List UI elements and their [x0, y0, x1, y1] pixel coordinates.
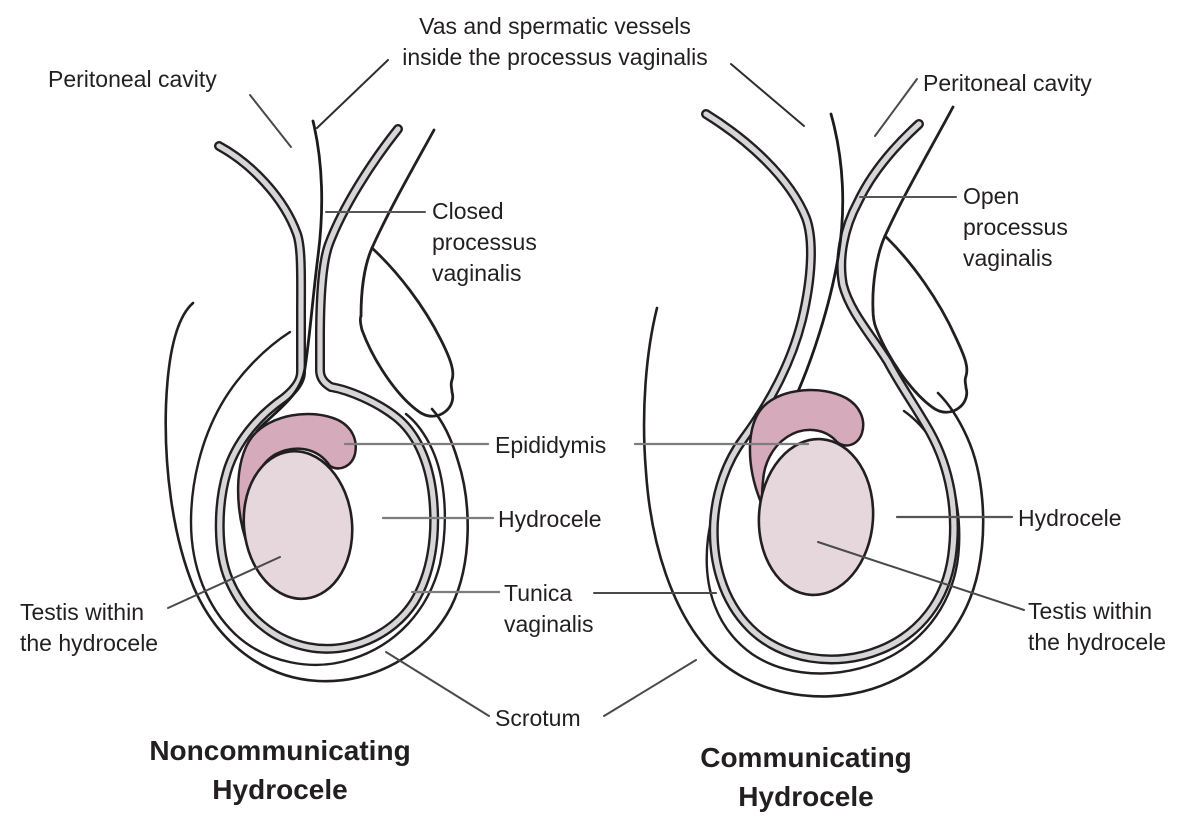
label-tunica-vaginalis: Tunica vaginalis	[504, 578, 594, 640]
right-figure	[642, 105, 985, 698]
title-right-line1: Communicating	[700, 742, 912, 773]
title-noncommunicating-hydrocele: Noncommunicating Hydrocele	[130, 731, 430, 809]
left-scrotum-outer-outline	[164, 301, 469, 683]
label-hydrocele-center: Hydrocele	[498, 506, 602, 532]
label-tunica-line2: vaginalis	[504, 611, 594, 637]
label-closed-line2: processus	[432, 229, 537, 255]
label-testis-right-line2: the hydrocele	[1028, 629, 1167, 655]
label-open-processus: Open processus vaginalis	[963, 181, 1068, 274]
leader-scrotum-right	[603, 659, 697, 717]
right-testis	[757, 437, 875, 597]
title-left-line1: Noncommunicating	[149, 735, 411, 766]
leader-peritoneal-left	[249, 94, 292, 148]
right-peritoneum-band-and-ring-core	[703, 111, 957, 662]
leader-testis-right	[817, 541, 1025, 611]
label-epididymis: Epididymis	[495, 432, 607, 458]
label-open-line1: Open	[963, 183, 1020, 209]
label-testis-left-line1: Testis within	[20, 599, 144, 625]
label-hydrocele-right: Hydrocele	[1018, 505, 1122, 531]
title-communicating-hydrocele: Communicating Hydrocele	[656, 738, 956, 816]
right-scrotum-outer-outline	[642, 306, 985, 698]
left-vas-line	[250, 119, 324, 443]
label-open-line2: processus	[963, 214, 1068, 240]
label-tunica-line1: Tunica	[504, 580, 573, 606]
left-peritoneum-band-right-limb-core	[317, 126, 401, 390]
label-testis-right-line1: Testis within	[1028, 598, 1152, 624]
left-peritoneum-band-right-limb-outline	[315, 124, 403, 392]
label-closed-line1: Closed	[432, 198, 504, 224]
label-scrotum: Scrotum	[495, 705, 581, 731]
left-figure	[164, 119, 469, 683]
right-penis-body	[871, 234, 969, 414]
leader-peritoneal-right	[874, 78, 918, 137]
label-testis-left-line2: the hydrocele	[20, 630, 159, 656]
label-testis-within-left: Testis within the hydrocele	[20, 597, 158, 659]
left-penis-dorsal-line	[359, 128, 436, 318]
label-peritoneal-cavity-left: Peritoneal cavity	[48, 66, 217, 92]
right-penis-dorsal-line	[871, 105, 955, 312]
leader-lines	[167, 59, 1025, 717]
left-scrotum-inner-outline	[189, 330, 447, 666]
label-vas-vessels-line2: inside the processus vaginalis	[402, 44, 708, 70]
title-right-line2: Hydrocele	[738, 781, 874, 812]
leader-testis-left	[167, 556, 281, 609]
label-open-line3: vaginalis	[963, 245, 1053, 271]
leader-scrotum-left	[385, 651, 490, 717]
leader-vas-left	[316, 59, 389, 129]
label-vas-vessels-line1: Vas and spermatic vessels	[419, 13, 691, 39]
label-vas-vessels: Vas and spermatic vessels inside the pro…	[375, 11, 735, 73]
title-left-line2: Hydrocele	[212, 774, 348, 805]
label-closed-processus: Closed processus vaginalis	[432, 196, 537, 289]
label-testis-within-right: Testis within the hydrocele	[1028, 596, 1166, 658]
label-closed-line3: vaginalis	[432, 260, 522, 286]
left-penis-body	[358, 246, 455, 418]
label-peritoneal-cavity-right: Peritoneal cavity	[923, 70, 1092, 96]
leader-vas-right	[730, 63, 805, 127]
